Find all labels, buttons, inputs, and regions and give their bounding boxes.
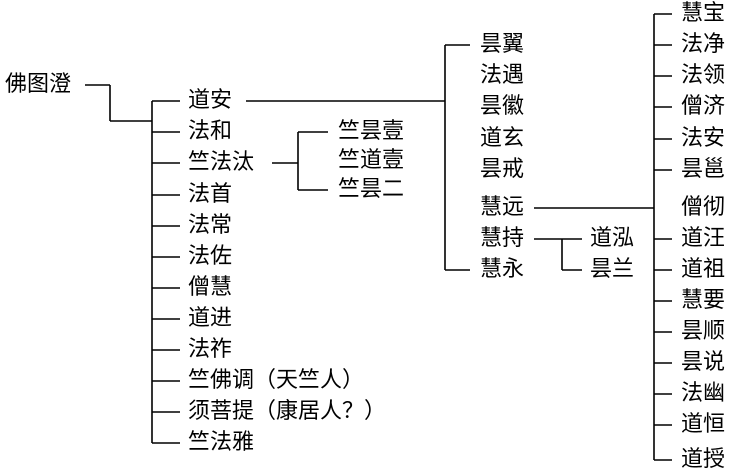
daoan-disciple-node: 慧持 (480, 226, 525, 251)
huiyuan-disciple-node: 道祖 (681, 257, 726, 282)
disciple-node: 竺法汰 (188, 150, 255, 175)
huiyuan-disciple-node: 昙顺 (681, 319, 726, 344)
disciple-node: 道安 (188, 88, 233, 113)
disciple-node: 法祚 (188, 337, 233, 362)
disciple-node: 法常 (188, 213, 233, 238)
fatai-disciple-node: 竺道壹 (338, 148, 405, 173)
disciple-node: 须菩提（康居人？） (188, 399, 387, 424)
disciple-node: 道进 (188, 306, 233, 331)
root-master: 佛图澄 (5, 72, 72, 97)
huiyuan-disciple-node: 法安 (681, 126, 726, 151)
daoan-disciple-node: 慧远 (480, 195, 525, 220)
huiyuan-disciple-node: 僧济 (681, 94, 726, 119)
disciple-node: 法和 (188, 119, 233, 144)
huiyuan-disciple-node: 道汪 (681, 226, 726, 251)
daoan-disciple-node: 昙徽 (480, 94, 525, 119)
huichi-disciple-node: 道泓 (590, 226, 635, 251)
huiyuan-disciple-node: 法领 (681, 63, 726, 88)
huiyuan-disciple-node: 慧宝 (681, 1, 726, 26)
fatai-disciple-node: 竺昙壹 (338, 119, 405, 144)
huiyuan-disciple-node: 昙说 (681, 350, 726, 375)
huiyuan-disciple-node: 昙邕 (681, 157, 726, 182)
disciple-node: 竺法雅 (188, 430, 255, 455)
daoan-disciple-node: 慧永 (480, 257, 525, 282)
daoan-disciple-node: 昙戒 (480, 157, 525, 182)
disciple-node: 僧慧 (188, 275, 233, 300)
disciple-node: 法佐 (188, 244, 233, 269)
huiyuan-disciple-node: 道授 (681, 447, 726, 472)
huiyuan-disciple-node: 法幽 (681, 381, 726, 406)
disciple-node: 法首 (188, 182, 233, 207)
huiyuan-disciple-node: 僧彻 (681, 195, 726, 220)
huiyuan-disciple-node: 慧要 (681, 288, 726, 313)
fatai-disciple-node: 竺昙二 (338, 177, 405, 202)
daoan-disciple-node: 法遇 (480, 63, 525, 88)
huiyuan-disciple-node: 法净 (681, 32, 726, 57)
disciple-node: 竺佛调（天竺人） (188, 368, 365, 393)
huiyuan-disciple-node: 道恒 (681, 412, 726, 437)
huichi-disciple-node: 昙兰 (590, 257, 635, 282)
daoan-disciple-node: 昙翼 (480, 32, 525, 57)
daoan-disciple-node: 道玄 (480, 126, 525, 151)
